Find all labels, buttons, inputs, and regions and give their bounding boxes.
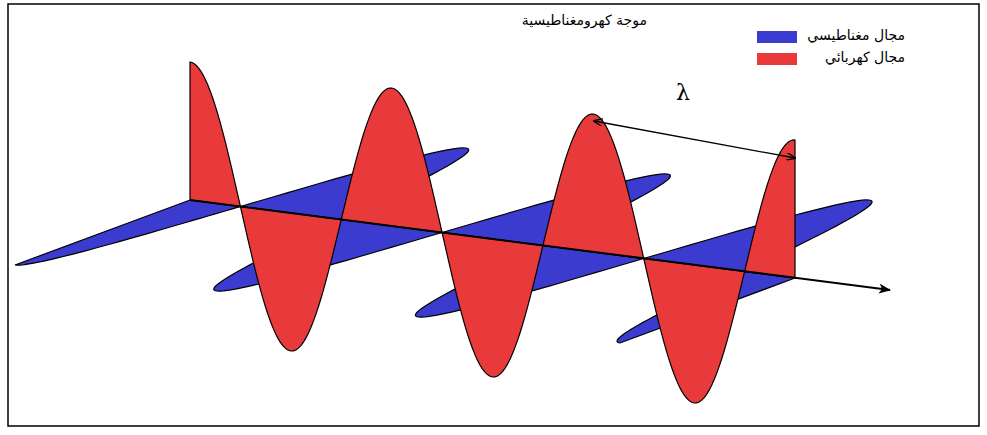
magnetic-field-wave: [15, 148, 872, 343]
wavelength-symbol: λ: [676, 80, 690, 106]
wavelength-arrow: [594, 121, 795, 158]
electric-lobe: [442, 233, 543, 378]
frame: [8, 4, 979, 426]
diagram-title: موجة كهرومغناطيسية: [522, 12, 647, 29]
electric-lobe: [341, 88, 442, 233]
legend-label: مجال كهربائي: [825, 49, 905, 66]
legend-swatch: [757, 31, 797, 43]
electric-lobe: [190, 62, 240, 207]
legend-label: مجال مغناطيسي: [807, 27, 905, 44]
electric-lobe: [240, 207, 341, 352]
electric-lobe: [745, 140, 795, 278]
electric-lobe: [644, 259, 745, 404]
legend-swatch: [757, 53, 797, 65]
magnetic-lobe: [15, 200, 240, 265]
electric-field-wave: [190, 62, 795, 403]
electric-lobe: [543, 114, 644, 259]
propagation-axis: [190, 200, 890, 290]
